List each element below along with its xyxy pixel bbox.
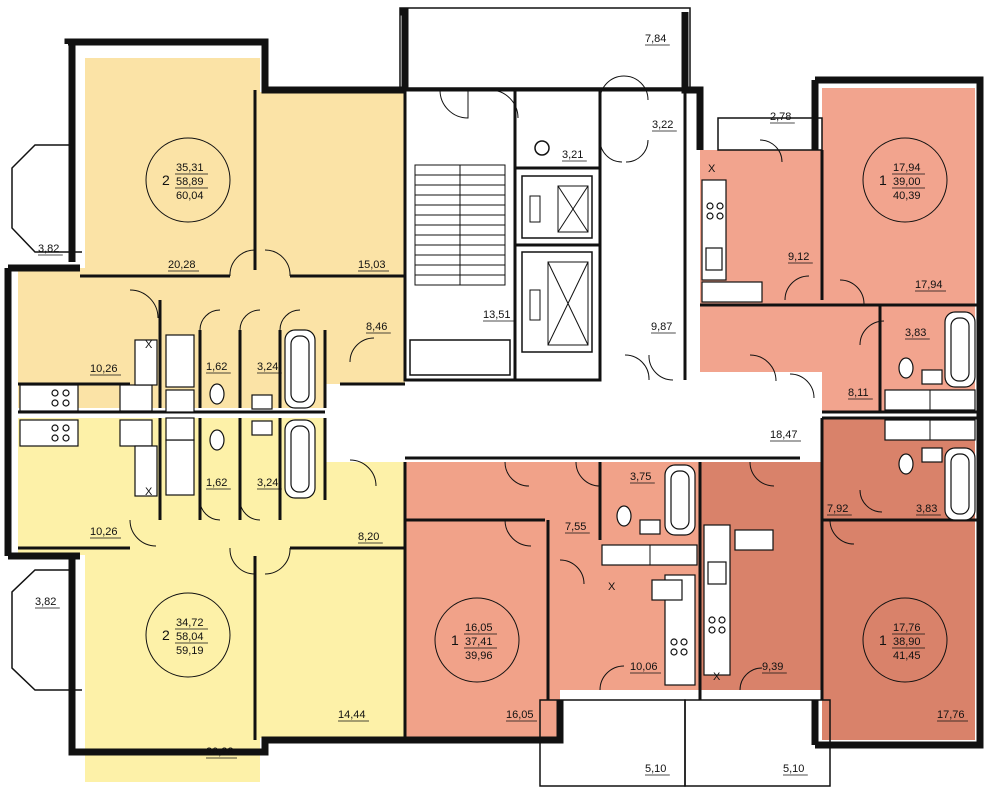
- elevators: [521, 140, 593, 353]
- room-area-label: 9,87: [651, 321, 672, 333]
- unit-1room-bottom-right-fill: [700, 418, 975, 740]
- room-area-label: 14,44: [338, 709, 366, 721]
- badge-total-with-balcony: 60,04: [176, 190, 204, 202]
- kitchen-x-mark: X: [145, 486, 153, 498]
- kitchen-x-mark: X: [708, 163, 716, 175]
- apartment-badge: 1 17,94 39,00 40,39: [862, 137, 948, 223]
- kitchen-marks: XXXXXX: [145, 163, 721, 683]
- apartment-badge: 2 35,31 58,89 60,04: [145, 137, 231, 223]
- room-area-label: 13,51: [483, 309, 511, 321]
- apartment-badge: 2 34,72 58,04 59,19: [145, 592, 231, 678]
- badge-room-count: 1: [451, 632, 459, 648]
- interior-walls: [18, 88, 980, 740]
- room-area-label: 3,82: [38, 243, 59, 255]
- room-area-label: 7,92: [827, 503, 848, 515]
- room-area-label: 7,55: [565, 521, 586, 533]
- badge-room-count: 2: [162, 172, 170, 188]
- room-area-label: 2,78: [770, 111, 791, 123]
- badge-total-area: 37,41: [465, 636, 493, 648]
- room-area-label: 8,11: [848, 387, 869, 399]
- staircase: [409, 164, 511, 376]
- badge-total-area: 38,90: [893, 636, 921, 648]
- badge-living-area: 16,05: [465, 622, 493, 634]
- fixtures: [19, 179, 976, 686]
- room-area-label: 3,75: [630, 471, 651, 483]
- room-area-label: 7,84: [645, 33, 666, 45]
- room-area-label: 3,22: [652, 119, 673, 131]
- kitchen-x-mark: X: [145, 339, 153, 351]
- badge-living-area: 35,31: [176, 162, 204, 174]
- badge-circle: [145, 137, 231, 223]
- badge-total-with-balcony: 41,45: [893, 650, 921, 662]
- badge-circle: [862, 597, 948, 683]
- apartment-badge: 1 17,76 38,90 41,45: [862, 597, 948, 683]
- room-area-label: 3,82: [35, 596, 56, 608]
- unit-2room-top-fill: [18, 58, 405, 408]
- kitchen-x-mark: X: [713, 671, 721, 683]
- badge-living-area: 17,94: [893, 162, 921, 174]
- unit-1room-bottom-mid-fill: [405, 462, 700, 740]
- room-area-label: 20,28: [206, 746, 234, 758]
- room-area-label: 8,20: [358, 531, 379, 543]
- kitchen-x-mark: X: [608, 581, 616, 593]
- room-area-label: 3,21: [562, 149, 583, 161]
- room-area-label: 3,83: [916, 503, 937, 515]
- room-area-label: 17,94: [915, 279, 943, 291]
- room-area-label: 9,39: [762, 661, 783, 673]
- room-area-label: 10,26: [90, 363, 118, 375]
- room-area-label: 8,46: [366, 321, 387, 333]
- room-area-label: 10,06: [630, 661, 658, 673]
- room-area-label: 17,76: [937, 709, 965, 721]
- apartment-badge: 1 16,05 37,41 39,96: [434, 597, 520, 683]
- badge-room-count: 1: [879, 632, 887, 648]
- room-area-label: 1,62: [206, 477, 227, 489]
- room-area-label: 3,83: [905, 327, 926, 339]
- room-area-label: 16,05: [506, 709, 534, 721]
- room-area-label: 15,03: [358, 259, 386, 271]
- room-area-label: 3,24: [257, 361, 278, 373]
- apartment-badges: 2 35,31 58,89 60,04 1 17,94 39,00 40,39 2 34,72 58…: [145, 137, 948, 683]
- badge-total-area: 39,00: [893, 176, 921, 188]
- badge-total-with-balcony: 59,19: [176, 645, 204, 657]
- room-area-label: 1,62: [206, 361, 227, 373]
- badge-room-count: 1: [879, 172, 887, 188]
- room-area-label: 10,26: [90, 526, 118, 538]
- room-area-label: 5,10: [645, 763, 666, 775]
- room-area-label: 9,12: [788, 251, 809, 263]
- badge-living-area: 34,72: [176, 617, 204, 629]
- room-area-label: 18,47: [770, 429, 798, 441]
- unit-1room-right-top-fill: [700, 88, 975, 412]
- badge-circle: [862, 137, 948, 223]
- badge-circle: [434, 597, 520, 683]
- badge-room-count: 2: [162, 627, 170, 643]
- unit-fills: [18, 58, 975, 782]
- badge-total-area: 58,89: [176, 176, 204, 188]
- badge-total-area: 58,04: [176, 631, 204, 643]
- room-area-label: 3,24: [257, 477, 278, 489]
- badge-total-with-balcony: 40,39: [893, 190, 921, 202]
- badge-living-area: 17,76: [893, 622, 921, 634]
- badge-circle: [145, 592, 231, 678]
- doors: [129, 75, 885, 691]
- room-labels: 3,82 20,28 15,03 10,26 1,62 3,24 8,46 10,26 1,62…: [35, 33, 968, 776]
- room-area-label: 5,10: [783, 763, 804, 775]
- badge-total-with-balcony: 39,96: [465, 650, 493, 662]
- room-area-label: 20,28: [168, 259, 196, 271]
